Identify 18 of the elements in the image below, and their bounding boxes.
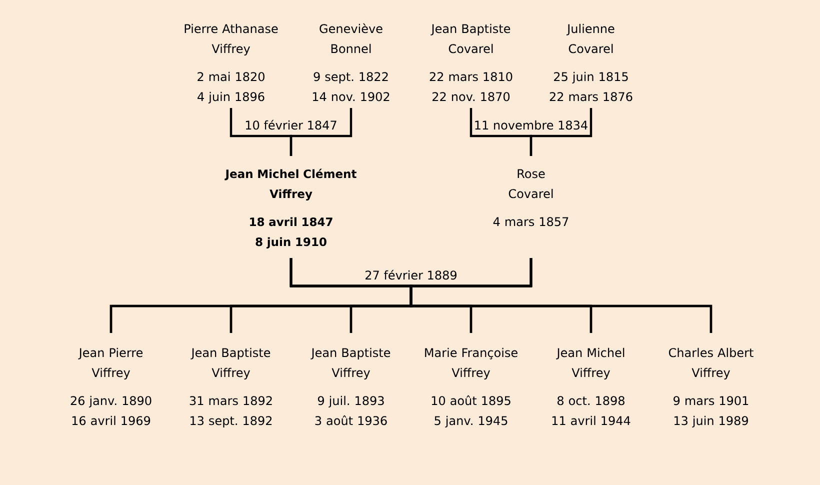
person-label: Pierre Athanase Viffrey 2 mai 1820 4 juin 1896 bbox=[184, 24, 278, 104]
person-label: Jean Baptiste Viffrey 9 juil. 1893 3 août 1936 bbox=[310, 348, 390, 426]
person-label: Rose Covarel 4 mars 1857 bbox=[493, 169, 568, 226]
person-label: Jean Pierre Viffrey 26 janv. 1890 16 avril 1969 bbox=[70, 348, 152, 426]
edge-label: 11 novembre 1834 bbox=[475, 120, 588, 130]
person-label: Jean Michel Viffrey 8 oct. 1898 11 avril 1944 bbox=[552, 348, 630, 426]
person-label: Charles Albert Viffrey 9 mars 1901 13 juin 1989 bbox=[668, 348, 754, 428]
person-label: Jean Michel Clément Viffrey 18 avril 1847 8 juin 1910 bbox=[224, 168, 356, 248]
connector-line bbox=[530, 108, 592, 156]
connector-line bbox=[410, 258, 712, 333]
person-label: Geneviève Bonnel 9 sept. 1822 14 nov. 1902 bbox=[312, 23, 390, 102]
edge-label: 10 février 1847 bbox=[246, 120, 336, 130]
person-label: Jean Baptiste Viffrey 31 mars 1892 13 sept. 1892 bbox=[190, 348, 272, 428]
connector-line bbox=[290, 108, 352, 156]
edge-label: 27 février 1889 bbox=[366, 270, 456, 280]
person-label: Jean Baptiste Covarel 22 mars 1810 22 nov. 1870 bbox=[430, 24, 512, 102]
person-label: Marie Françoise Viffrey 10 août 1895 5 janv. 1945 bbox=[425, 348, 518, 428]
person-label: Julienne Covarel 25 juin 1815 22 mars 1876 bbox=[550, 24, 632, 102]
